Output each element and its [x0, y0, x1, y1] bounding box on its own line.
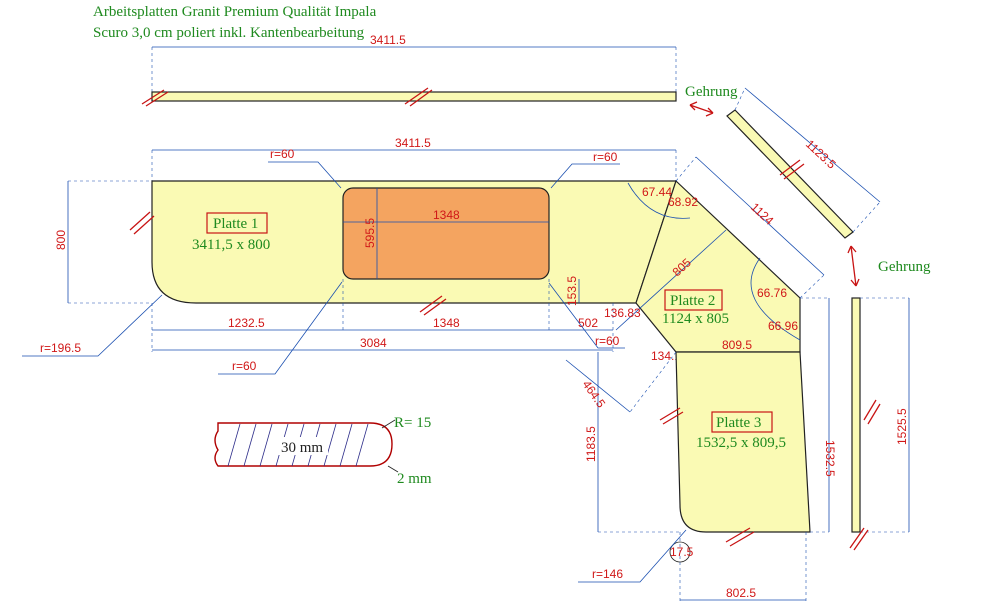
right-strip: 1525.5: [849, 297, 910, 551]
p3-464-5: 464.5: [580, 378, 609, 411]
p2-809-5: 809.5: [722, 338, 752, 352]
platte3-name: Platte 3: [716, 415, 761, 431]
edge-profile: 30 mm R= 15 2 mm: [214, 415, 432, 487]
p1-length: 3411.5: [395, 136, 431, 150]
edge-thickness: 30 mm: [281, 440, 323, 456]
p2-diag-1124: 1124: [748, 200, 777, 228]
left-offset: 1232.5: [228, 316, 265, 330]
r196-label: r=196.5: [40, 341, 81, 355]
angle-66-76: 66.76: [757, 286, 787, 300]
small-17-5: 17.5: [670, 545, 694, 559]
edge-chamfer: 2 mm: [397, 471, 432, 487]
platte-3: 1532.5 1183.5 464.5 Platte 3 1532,5 x 80…: [565, 297, 837, 602]
diagonal-strip: 1123.5: [726, 87, 881, 239]
platte1-size: 3411,5 x 800: [192, 237, 270, 253]
p3-1532-5: 1532.5: [823, 440, 837, 477]
strip-1123-5: 1123.5: [803, 137, 839, 172]
p3-bottom: 802.5: [726, 586, 756, 600]
platte2-size: 1124 x 805: [662, 311, 729, 327]
r60-top-right: r=60: [593, 150, 618, 164]
r60-top-left: r=60: [270, 147, 295, 161]
title-line-1: Arbeitsplatten Granit Premium Qualität I…: [93, 4, 377, 20]
angle-66-96: 66.96: [768, 319, 798, 333]
angle-67-44: 67.44: [642, 185, 672, 199]
edge-radius: R= 15: [394, 415, 431, 431]
platte-2: 1124 805 809.5 67.44 68.92 66.76 66.96 P…: [604, 156, 825, 363]
r146-label: r=146: [592, 567, 623, 581]
right-offset: 502: [578, 316, 598, 330]
platte3-size: 1532,5 x 809,5: [696, 435, 786, 451]
platte2-name: Platte 2: [670, 293, 715, 309]
title-line-2: Scuro 3,0 cm poliert inkl. Kantenbearbei…: [93, 25, 365, 41]
p3-1183-5: 1183.5: [584, 426, 598, 462]
platte-1: 3411.5 800 Platte 1 3411,5 x 800 1348 59…: [54, 136, 677, 316]
platte1-name: Platte 1: [213, 216, 258, 232]
r60-mid: r=60: [595, 334, 620, 348]
r60-bottom: r=60: [232, 359, 257, 373]
angle-68-92: 68.92: [668, 195, 698, 209]
cutout-depth: 595.5: [363, 218, 377, 248]
top-strip-length: 3411.5: [370, 33, 406, 47]
top-strip: 3411.5: [141, 33, 677, 107]
gehrung-right-label: Gehrung: [878, 259, 931, 275]
strip-1525-5: 1525.5: [895, 408, 909, 445]
angle-136-83: 136.83: [604, 306, 641, 320]
cutout-bottom-offset: 153.5: [565, 276, 579, 306]
total-3084: 3084: [360, 336, 387, 350]
cutout-length-bottom: 1348: [433, 316, 460, 330]
p1-depth: 800: [54, 230, 68, 250]
cutout-length: 1348: [433, 208, 460, 222]
gehrung-top-label: Gehrung: [685, 84, 738, 100]
bottom-dimensions: 1232.5 1348 502 3084 r=196.5 r=60 r=60: [22, 279, 625, 375]
